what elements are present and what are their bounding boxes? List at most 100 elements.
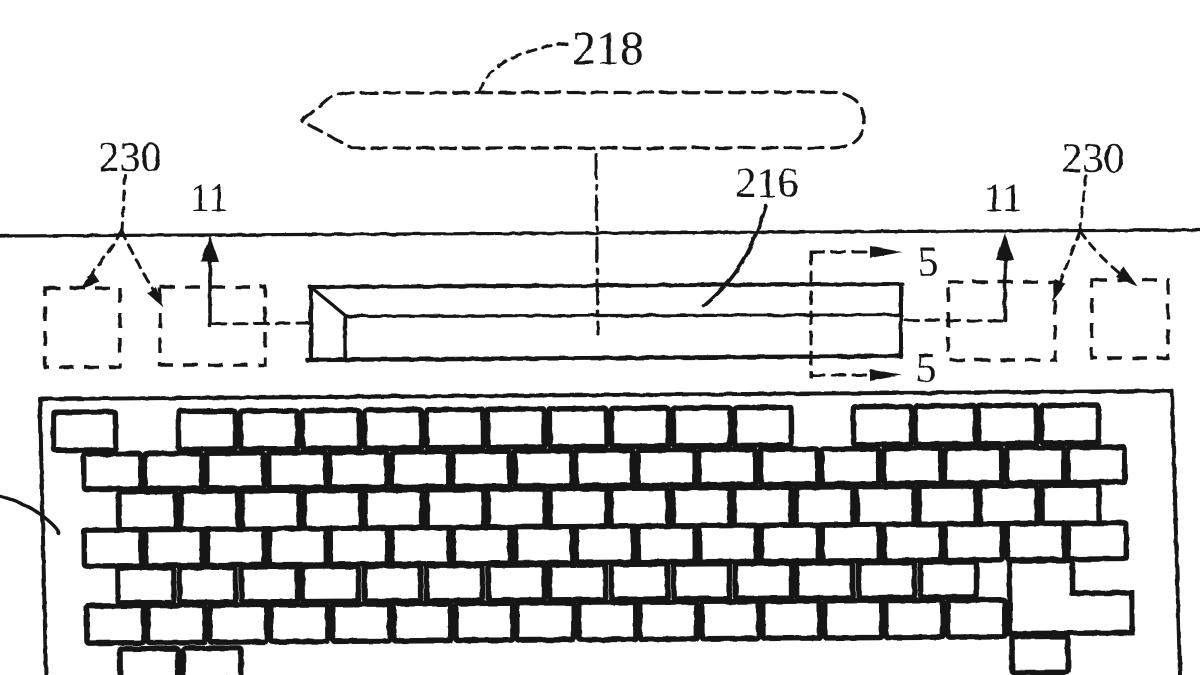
keyboard-key-row4	[942, 520, 1006, 563]
keyboard-key-row4	[696, 522, 760, 565]
keyboard-key-row1	[546, 405, 610, 450]
keyboard-key-row6	[759, 598, 823, 642]
keyboard-key-row1	[50, 409, 119, 454]
keyboard-key-row2	[203, 450, 267, 491]
datum-rule-line	[0, 228, 1200, 238]
keyboard-keys	[50, 402, 1135, 675]
sensor-boxes	[43, 278, 1170, 369]
slot-bevel-edge	[310, 286, 348, 318]
keyboard-key-row4	[450, 524, 514, 567]
keyboard-key-row4	[266, 525, 330, 568]
keyboard-key-row4	[512, 523, 576, 566]
keyboard-key-row2	[1064, 444, 1128, 485]
keyboard-key-row5	[114, 564, 177, 606]
keyboard-top-edge	[38, 389, 1174, 401]
keyboard-key-row1	[912, 403, 979, 448]
right-outer-box	[1090, 278, 1170, 360]
keyboard-key-row3	[670, 484, 733, 529]
keyboard-key-row3	[731, 484, 794, 529]
keyboard-key-row5	[670, 560, 733, 602]
keyboard-key-row5	[546, 561, 609, 603]
keyboard-key-row4	[635, 523, 699, 565]
leader-230-left-a	[86, 229, 124, 280]
keyboard-key-row5	[732, 560, 795, 602]
connector-11-left	[211, 321, 310, 326]
arrowhead-5-bottom	[870, 369, 902, 381]
ref-label-216: 216	[736, 161, 799, 207]
keyboard-key-row5	[176, 564, 239, 606]
keyboard-key-row6	[882, 597, 946, 641]
keyboard-key-row5	[793, 560, 856, 601]
keyboard-key-enter	[1006, 557, 1135, 637]
leader-230-left-b	[120, 229, 159, 298]
leader-keyboard	[0, 494, 60, 535]
keyboard-key-row6	[329, 601, 393, 645]
keyboard-key-row1	[850, 403, 915, 448]
ref-label-218: 218	[572, 22, 644, 75]
keyboard-key-row2	[695, 446, 759, 488]
keyboard-key-row4	[573, 523, 637, 566]
keyboard-key-row6	[390, 600, 454, 644]
keyboard-key-row2	[634, 447, 698, 488]
ref-label-11-right: 11	[984, 175, 1023, 220]
leader-230-right-b	[1078, 229, 1126, 279]
keyboard-key-row2	[1003, 444, 1067, 486]
keyboard-key-row4	[81, 526, 145, 569]
keyboard-key-row5	[299, 563, 362, 605]
keyboard-key-row3	[547, 485, 610, 530]
left-inner-box	[158, 285, 267, 367]
keyboard-key-row4	[204, 526, 268, 568]
keyboard-key-row5	[855, 559, 918, 601]
slot-bottom-edge	[304, 353, 904, 363]
keyboard-key-row4	[1004, 520, 1068, 563]
keyboard-key-row4	[819, 521, 883, 564]
keyboard-key-row3	[916, 483, 979, 528]
keyboard-key-row3	[854, 483, 917, 528]
keyboard-key-row2	[757, 446, 821, 488]
keyboard-key-row2	[572, 447, 636, 489]
keyboard-key-row1	[361, 407, 425, 451]
keyboard-key-row5	[608, 561, 671, 603]
right-inner-box	[946, 280, 1057, 362]
keyboard-key-row3	[239, 487, 302, 532]
keyboard-key-row6	[267, 601, 331, 645]
keyboard-key-row3	[1039, 482, 1102, 527]
arrowhead-230-left-a	[79, 272, 100, 290]
arrowhead-230-right-b	[1116, 267, 1137, 286]
keyboard-key-row6	[636, 599, 700, 642]
keyboard-key-row1	[608, 405, 672, 450]
ref-label-230-right: 230	[1062, 136, 1125, 182]
keyboard-key-row4	[142, 526, 206, 569]
keyboard-key-row2	[941, 444, 1005, 486]
keyboard-key-row1	[299, 407, 363, 452]
arrowhead-11-left	[201, 235, 219, 262]
keyboard-key-row1	[423, 406, 487, 451]
arrowhead-11-right	[996, 233, 1014, 260]
keyboard-key-row4	[881, 521, 945, 564]
keyboard-key-row3	[116, 488, 179, 533]
keyboard-key-row3	[793, 484, 856, 528]
ref-label-11-left: 11	[190, 175, 229, 220]
keyboard-key-row2	[326, 449, 390, 491]
keyboard-key-row5	[423, 562, 486, 604]
keyboard-key-row6	[452, 600, 516, 644]
keyboard-key-row2	[818, 445, 882, 487]
keyboard-key-row3	[977, 482, 1040, 527]
keyboard-key-row1	[484, 406, 548, 451]
keyboard-key-row6	[698, 598, 762, 642]
keyboard-key-row3	[178, 488, 241, 533]
ref-labels: 218 216 230 230 11 11 5 5	[99, 22, 1125, 392]
keyboard-key-row4	[327, 525, 391, 568]
leader-216	[702, 204, 768, 308]
keyboard-key-row6	[821, 597, 885, 641]
keyboard-key-row2	[141, 450, 205, 492]
keyboard-key-row5	[361, 563, 424, 604]
keyboard-key-row7	[180, 645, 244, 675]
keyboard-key-row2	[511, 447, 575, 489]
keyboard-key-row5	[917, 559, 980, 601]
keyboard-key-row1	[237, 407, 301, 452]
slot-top-edge	[308, 282, 904, 289]
keyboard-key-row1	[975, 402, 1040, 447]
ref-label-5-top: 5	[918, 240, 939, 286]
